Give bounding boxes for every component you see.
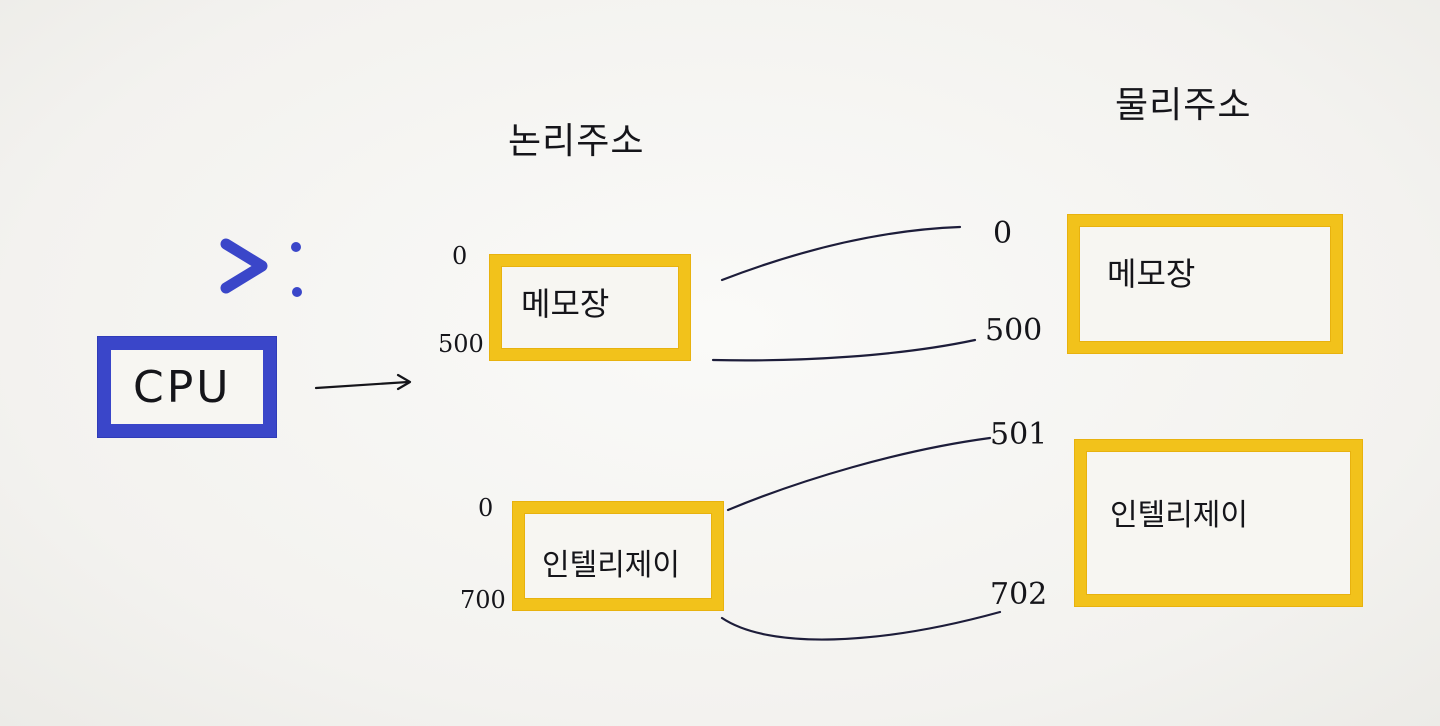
physical-notepad-block: 메모장 (1068, 215, 1342, 353)
cpu-box: CPU (98, 337, 276, 437)
map-line-notepad-start (720, 225, 962, 282)
colon-dot-bottom (292, 287, 302, 297)
physical-intellij-end-addr: 702 (990, 577, 1048, 612)
physical-intellij-label: 인텔리제이 (1110, 498, 1248, 533)
logical-notepad-label: 메모장 (521, 285, 610, 323)
logical-intellij-start-addr: 0 (478, 494, 494, 522)
physical-notepad-label: 메모장 (1107, 255, 1196, 293)
map-line-intellij-start (726, 436, 992, 512)
physical-intellij-start-addr: 501 (990, 417, 1048, 452)
physical-address-heading: 물리주소 (1115, 85, 1252, 126)
logical-intellij-end-addr: 700 (460, 586, 506, 614)
logical-notepad-end-addr: 500 (438, 330, 484, 358)
map-line-intellij-end (720, 610, 1002, 641)
physical-notepad-start-addr: 0 (993, 216, 1013, 251)
prompt-chevron-icon (220, 238, 268, 294)
physical-intellij-block: 인텔리제이 (1075, 440, 1362, 606)
map-line-notepad-end (711, 338, 977, 362)
colon-dot-top (291, 242, 301, 252)
physical-notepad-end-addr: 500 (985, 313, 1043, 348)
cpu-label: CPU (133, 362, 232, 413)
logical-notepad-start-addr: 0 (452, 242, 468, 270)
logical-intellij-label: 인텔리제이 (542, 548, 680, 583)
logical-notepad-block: 메모장 (490, 255, 690, 360)
logical-intellij-block: 인텔리제이 (513, 502, 723, 610)
cpu-arrow-icon (314, 373, 412, 391)
logical-address-heading: 논리주소 (508, 121, 645, 162)
